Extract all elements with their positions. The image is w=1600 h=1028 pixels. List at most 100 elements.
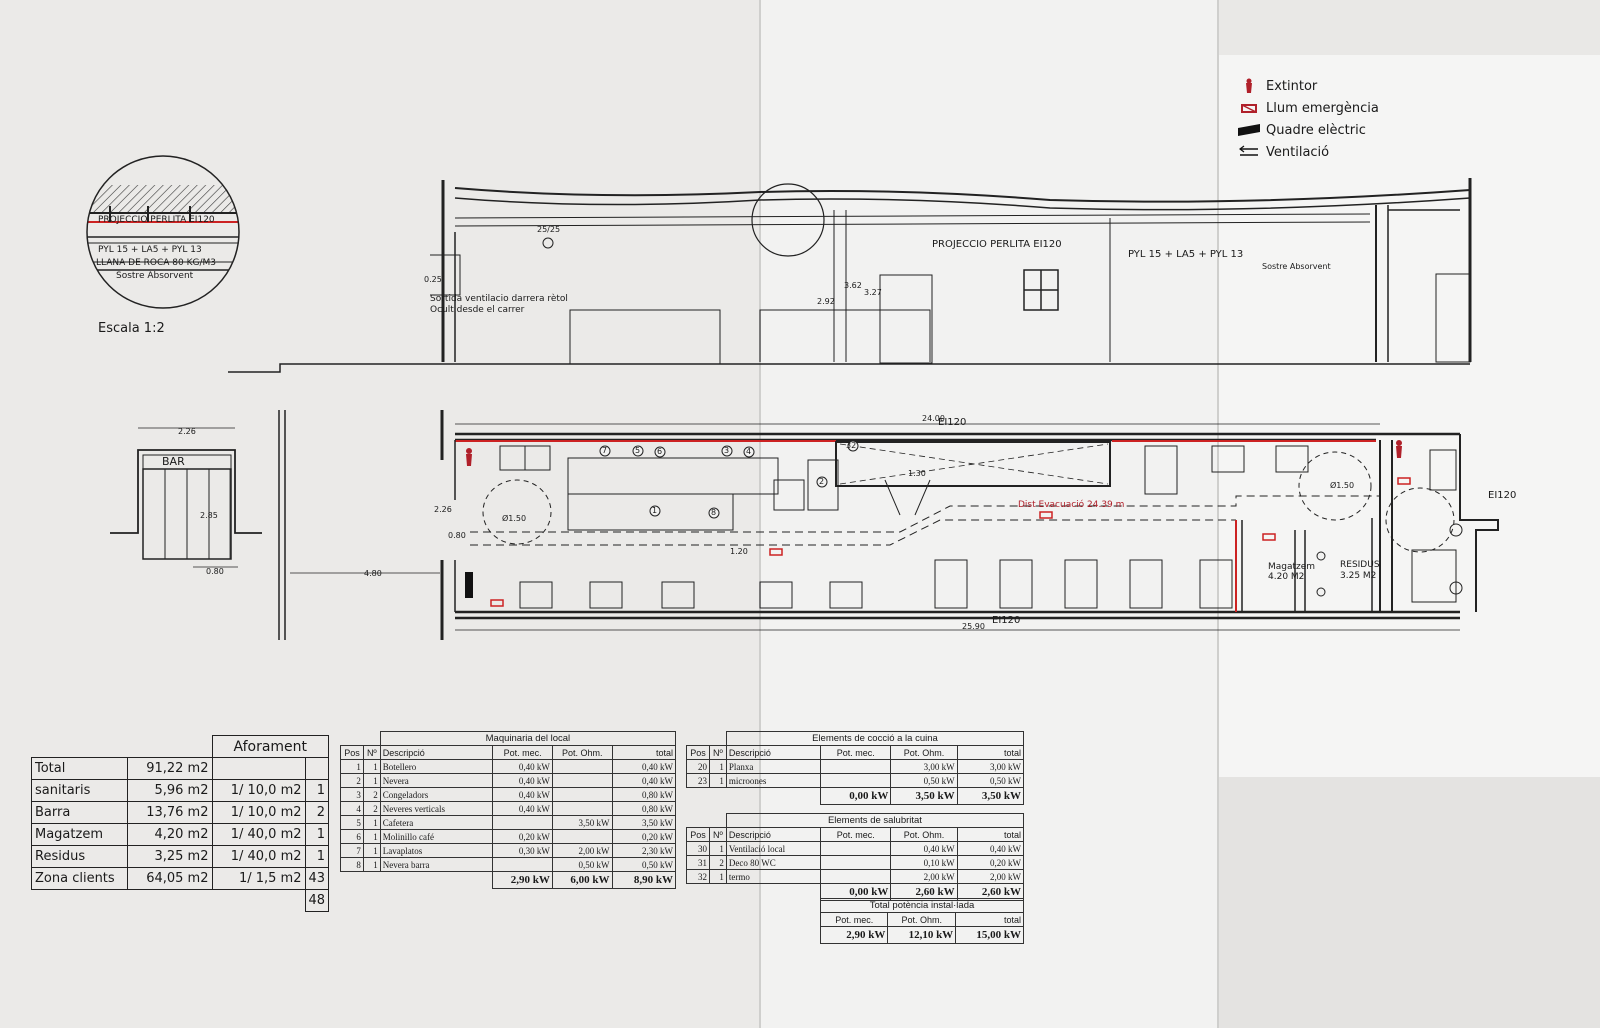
machinery-table: Maquinaria del local Pos Nº Descripció P… xyxy=(340,731,677,889)
cell-desc: Neveres verticals xyxy=(379,801,494,816)
dim-label: 25.90 xyxy=(962,622,985,631)
legend-label: Extintor xyxy=(1266,78,1318,94)
legend: Extintor Llum emergència Quadre elèctric… xyxy=(1236,75,1379,163)
dim-label: 2.92 xyxy=(817,297,835,306)
col-header: Pot. Ohm. xyxy=(890,745,958,760)
cell-pos: 31 xyxy=(686,855,710,870)
cell-pos: 4 xyxy=(340,801,364,816)
cell-pos: 6 xyxy=(340,829,364,844)
cell-desc: microones xyxy=(725,773,822,788)
room-magatzem-area: 4.20 M2 xyxy=(1268,572,1305,582)
dim-label: 0.80 xyxy=(448,531,466,540)
room-residus-area: 3.25 M2 xyxy=(1340,571,1377,581)
cell-name: Zona clients xyxy=(31,867,128,890)
extinguisher-icon xyxy=(1236,78,1262,94)
cell-desc: Nevera barra xyxy=(379,857,494,872)
total-mec: 2,90 kW xyxy=(819,926,889,944)
total-sum: 15,00 kW xyxy=(955,926,1024,944)
cell-mec xyxy=(820,773,892,788)
cell-desc: Lavaplatos xyxy=(379,843,494,858)
totals-row: 2,90 kW 12,10 kW 15,00 kW xyxy=(819,926,1024,944)
evacuation-distance: Dist Evacuació 24.39 m xyxy=(1018,500,1125,510)
dim-label: 25/25 xyxy=(537,225,561,234)
cell-qty: 1 xyxy=(362,815,381,830)
cell-count: 1 xyxy=(304,779,330,802)
ventilation-icon xyxy=(1236,144,1262,160)
total-ohm: 3,50 kW xyxy=(890,787,958,805)
cell-ohm xyxy=(551,773,613,788)
cell-qty: 1 xyxy=(708,773,727,788)
section-ceiling-label: Sostre Absorvent xyxy=(1262,262,1331,271)
cell-area: 91,22 m2 xyxy=(127,757,213,780)
cell-ohm: 0,50 kW xyxy=(551,857,613,872)
cell-name: sanitaris xyxy=(31,779,128,802)
cell-mec: 0,40 kW xyxy=(492,787,553,802)
cell-ratio: 1/ 10,0 m2 xyxy=(211,779,306,802)
legend-item: Quadre elèctric xyxy=(1236,119,1379,141)
dim-label: 24.00 xyxy=(922,414,945,423)
cell-desc: Planxa xyxy=(725,759,822,774)
cell-qty: 2 xyxy=(708,855,727,870)
total-power-title: Total potència instal·lada xyxy=(820,898,1024,913)
cell-area: 5,96 m2 xyxy=(127,779,213,802)
equipment-marker: 4 xyxy=(746,447,752,456)
cell-ohm: 2,00 kW xyxy=(890,869,958,884)
cell-total: 0,50 kW xyxy=(611,857,677,872)
table-row: Total 91,22 m2 xyxy=(31,757,330,780)
detail-label-perlite: PROJECCIO PERLITA EI120 xyxy=(98,215,215,225)
cell-desc: Cafetera xyxy=(379,815,494,830)
cell-ohm xyxy=(551,801,613,816)
equipment-marker: 6 xyxy=(657,447,663,456)
equipment-marker: 3 xyxy=(724,446,730,455)
cell-area: 64,05 m2 xyxy=(127,867,213,890)
emergency-light-icon xyxy=(1236,100,1262,116)
cell-total: 0,80 kW xyxy=(611,801,677,816)
col-header: Descripció xyxy=(725,827,822,842)
total-sum: 8,90 kW xyxy=(611,871,677,889)
legend-item: Llum emergència xyxy=(1236,97,1379,119)
cell-total: 0,20 kW xyxy=(956,855,1025,870)
cell-total: 0,40 kW xyxy=(611,759,677,774)
total-ohm: 6,00 kW xyxy=(551,871,613,889)
cell-mec xyxy=(492,857,553,872)
cell-ratio: 1/ 40,0 m2 xyxy=(211,845,306,868)
cell-qty: 1 xyxy=(708,869,727,884)
cell-total: 2,30 kW xyxy=(611,843,677,858)
cell-name: Barra xyxy=(31,801,128,824)
col-header: Pot. mec. xyxy=(820,745,892,760)
table-row: sanitaris 5,96 m2 1/ 10,0 m2 1 xyxy=(31,779,330,802)
col-header: Pos xyxy=(340,745,364,760)
equipment-marker: 2 xyxy=(819,477,825,486)
cell-qty: 1 xyxy=(362,829,381,844)
sanitation-table: Elements de salubritat Pos Nº Descripció… xyxy=(686,813,1025,901)
dim-label: 2.85 xyxy=(200,511,218,520)
cell-mec: 0,40 kW xyxy=(492,801,553,816)
cell-desc: Nevera xyxy=(379,773,494,788)
table-row: Residus 3,25 m2 1/ 40,0 m2 1 xyxy=(31,845,330,868)
cell-desc: Deco 80 WC xyxy=(725,855,822,870)
cell-ratio: 1/ 1,5 m2 xyxy=(211,867,306,890)
cell-pos: 3 xyxy=(340,787,364,802)
col-header: Pos xyxy=(686,745,710,760)
cell-ohm xyxy=(551,787,613,802)
cell-desc: Botellero xyxy=(379,759,494,774)
cell-ohm: 3,00 kW xyxy=(890,759,958,774)
cell-mec xyxy=(820,869,892,884)
dim-label: Ø1.50 xyxy=(502,514,527,523)
equipment-marker: 1 xyxy=(652,506,658,515)
paper-sheet-right xyxy=(1218,55,1600,777)
floor-plan xyxy=(440,410,1499,640)
equipment-marker: 32 xyxy=(846,441,857,450)
fire-rating-label: EI120 xyxy=(992,615,1021,626)
equipment-marker: 8 xyxy=(711,508,717,517)
cooking-table: Elements de cocció a la cuina Pos Nº Des… xyxy=(686,731,1025,805)
cell-qty: 2 xyxy=(362,787,381,802)
cell-total: 3,00 kW xyxy=(956,759,1025,774)
